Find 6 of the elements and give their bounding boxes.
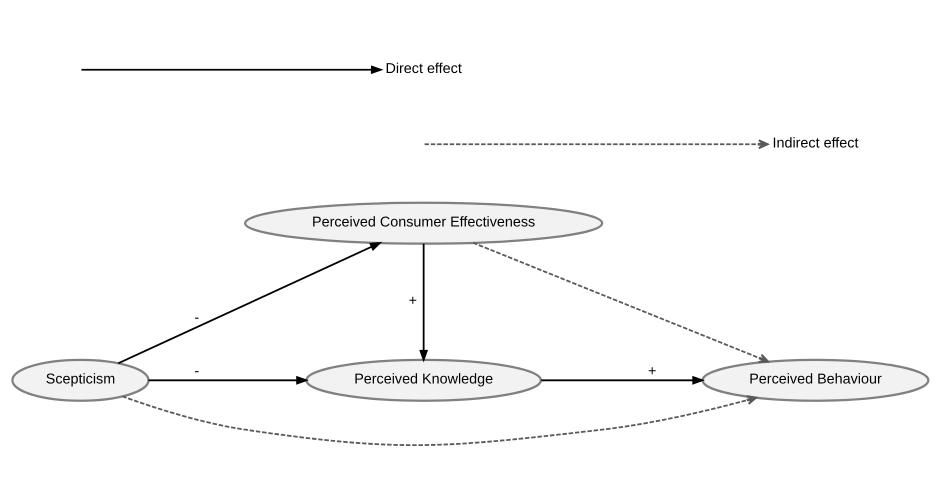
edge-label: +: [408, 292, 418, 309]
legend-label: Direct effect: [385, 60, 462, 77]
legend-label: Indirect effect: [772, 135, 858, 152]
edge-label: -: [194, 309, 200, 326]
edge-label: +: [648, 363, 656, 380]
edge-label: -: [194, 363, 200, 380]
